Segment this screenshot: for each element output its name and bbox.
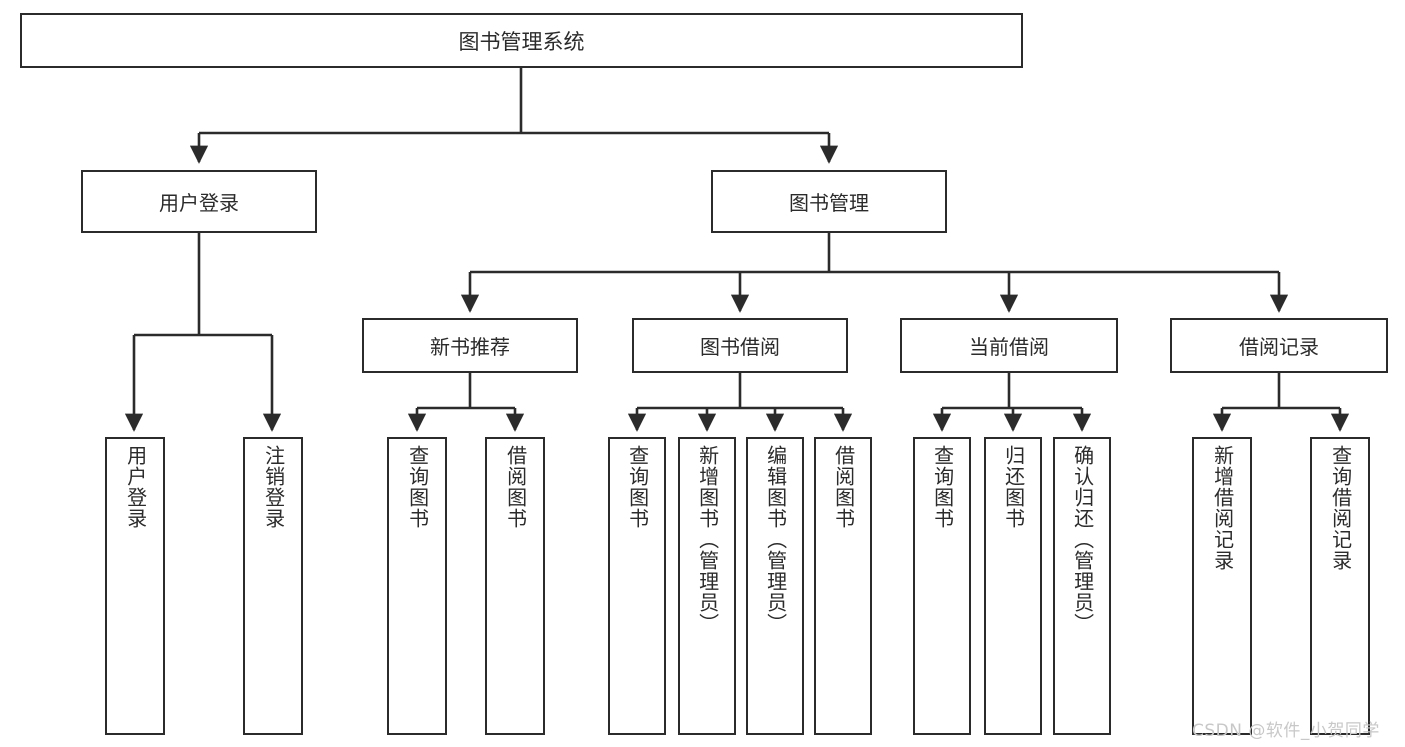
leaf-query-book-1[interactable]: 查询图书 (387, 437, 447, 735)
leaf-borrow-book-2-label: 借阅图书 (831, 445, 856, 529)
leaf-return-book[interactable]: 归还图书 (984, 437, 1042, 735)
leaf-borrow-book-1-label: 借阅图书 (503, 445, 528, 529)
node-new-book-recommend[interactable]: 新书推荐 (362, 318, 578, 373)
node-new-book-recommend-label: 新书推荐 (430, 335, 510, 359)
leaf-borrow-book-2[interactable]: 借阅图书 (814, 437, 872, 735)
node-user-login[interactable]: 用户登录 (81, 170, 317, 233)
node-borrow-record-label: 借阅记录 (1239, 335, 1319, 359)
leaf-add-book-label: 新增图书（管理员） (695, 445, 720, 634)
leaf-logout[interactable]: 注销登录 (243, 437, 303, 735)
node-book-borrow-label: 图书借阅 (700, 335, 780, 359)
leaf-query-record[interactable]: 查询借阅记录 (1310, 437, 1370, 735)
node-book-manage-label: 图书管理 (789, 191, 869, 215)
node-root[interactable]: 图书管理系统 (20, 13, 1023, 68)
node-borrow-record[interactable]: 借阅记录 (1170, 318, 1388, 373)
leaf-user-login-label: 用户登录 (123, 445, 148, 529)
csdn-watermark: CSDN @软件_小贺同学 (1192, 721, 1380, 741)
leaf-query-book-2[interactable]: 查询图书 (608, 437, 666, 735)
node-current-borrow-label: 当前借阅 (969, 335, 1049, 359)
leaf-logout-label: 注销登录 (261, 445, 286, 529)
leaf-query-book-1-label: 查询图书 (405, 445, 430, 529)
leaf-edit-book[interactable]: 编辑图书（管理员） (746, 437, 804, 735)
leaf-add-record-label: 新增借阅记录 (1210, 445, 1235, 571)
leaf-query-book-3-label: 查询图书 (930, 445, 955, 529)
node-book-manage[interactable]: 图书管理 (711, 170, 947, 233)
node-book-borrow[interactable]: 图书借阅 (632, 318, 848, 373)
leaf-query-record-label: 查询借阅记录 (1328, 445, 1353, 571)
leaf-user-login[interactable]: 用户登录 (105, 437, 165, 735)
node-current-borrow[interactable]: 当前借阅 (900, 318, 1118, 373)
leaf-query-book-2-label: 查询图书 (625, 445, 650, 529)
leaf-add-book[interactable]: 新增图书（管理员） (678, 437, 736, 735)
node-root-label: 图书管理系统 (458, 29, 585, 54)
leaf-add-record[interactable]: 新增借阅记录 (1192, 437, 1252, 735)
leaf-edit-book-label: 编辑图书（管理员） (763, 445, 788, 634)
leaf-query-book-3[interactable]: 查询图书 (913, 437, 971, 735)
leaf-confirm-return[interactable]: 确认归还（管理员） (1053, 437, 1111, 735)
leaf-confirm-return-label: 确认归还（管理员） (1070, 445, 1095, 634)
node-user-login-label: 用户登录 (159, 191, 239, 215)
leaf-return-book-label: 归还图书 (1001, 445, 1026, 529)
leaf-borrow-book-1[interactable]: 借阅图书 (485, 437, 545, 735)
